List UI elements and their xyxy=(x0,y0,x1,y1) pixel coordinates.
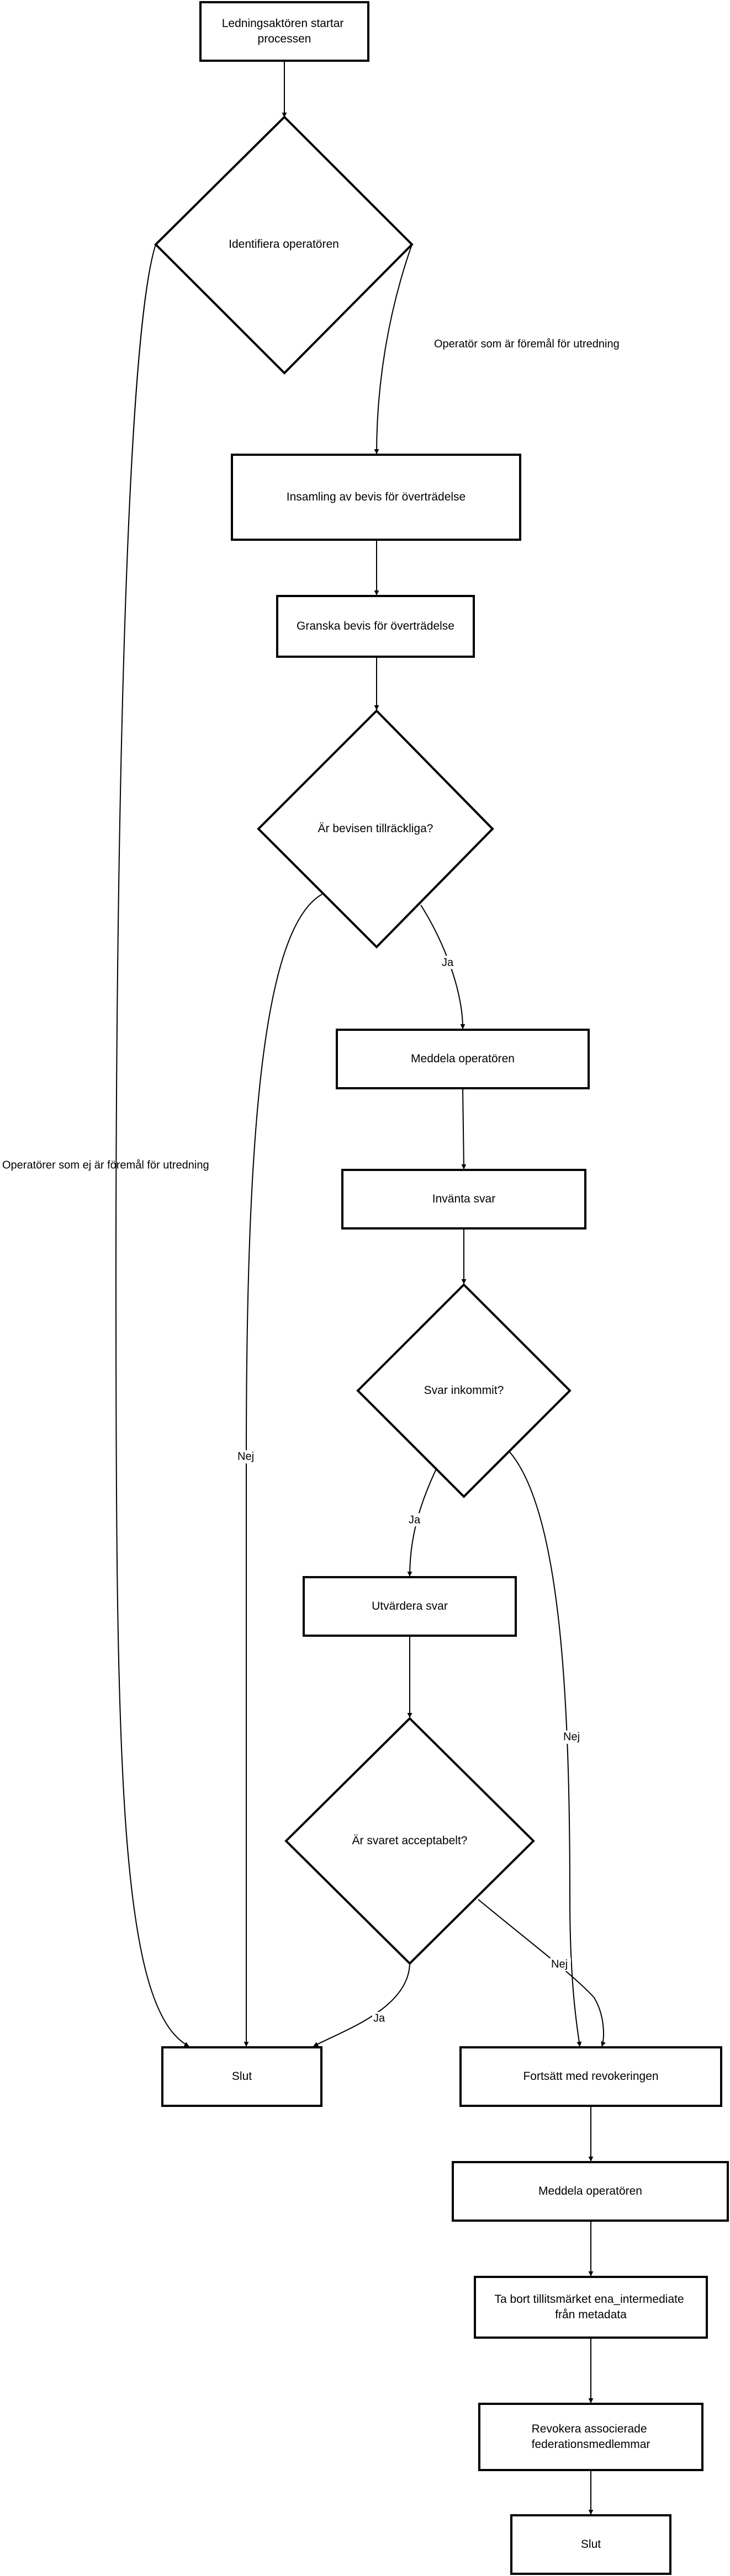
node-start: Ledningsaktören startar processen xyxy=(199,1,369,62)
svg-text:Fortsätt med revokeringen: Fortsätt med revokeringen xyxy=(523,2070,658,2083)
edge-identify-to-end1 xyxy=(115,244,189,2047)
svg-text:Identifiera operatören: Identifiera operatören xyxy=(229,238,339,251)
edge-label-received-no: Nej xyxy=(563,1731,580,1743)
edge-label-acceptable-yes: Ja xyxy=(373,2012,385,2024)
edge-labels: Operatör som är föremål för utredning Op… xyxy=(2,338,620,2025)
node-sufficient-label: Är bevisen tillräckliga? xyxy=(318,822,433,835)
node-start-line2: processen xyxy=(258,33,311,45)
svg-text:Utvärdera svar: Utvärdera svar xyxy=(372,1600,448,1612)
node-continue-label: Fortsätt med revokeringen xyxy=(523,2070,658,2083)
node-end1: Slut xyxy=(161,2046,322,2107)
edge-label-not-subject: Operatörer som ej är föremål för utredni… xyxy=(2,1159,209,1171)
node-revoke-line2: federationsmedlemmar xyxy=(532,2438,650,2451)
node-end2: Slut xyxy=(510,2514,671,2575)
node-acceptable-label: Är svaret acceptabelt? xyxy=(352,1834,468,1847)
node-collect-label: Insamling av bevis för överträdelse xyxy=(287,491,466,503)
svg-text:Ta bort tillitsmärket ena_inte: Ta bort tillitsmärket ena_intermediate f… xyxy=(494,2293,687,2321)
edge-label-sufficient-no: Nej xyxy=(237,1450,254,1462)
edge-acceptable-to-continue xyxy=(478,1899,606,2047)
node-review: Granska bevis för överträdelse xyxy=(276,595,475,658)
svg-text:Svar inkommit?: Svar inkommit? xyxy=(424,1384,504,1397)
node-revoke-line1: Revokera associerade xyxy=(532,2423,647,2435)
node-remove: Ta bort tillitsmärket ena_intermediate f… xyxy=(474,2276,708,2339)
edges xyxy=(115,61,606,2515)
svg-text:Slut: Slut xyxy=(232,2070,252,2083)
edge-acceptable-to-end1 xyxy=(313,1962,410,2047)
svg-text:Ledningsaktören startar: Ledningsaktören startar processen xyxy=(222,17,347,45)
node-notify2-label: Meddela operatören xyxy=(538,2185,642,2197)
svg-text:Meddela operatören: Meddela operatören xyxy=(538,2185,642,2197)
node-remove-line1: Ta bort tillitsmärket ena_intermediate xyxy=(494,2293,684,2306)
node-sufficient: Är bevisen tillräckliga? xyxy=(257,709,494,949)
node-end1-label: Slut xyxy=(232,2070,252,2083)
edge-notify1-to-await xyxy=(461,1088,467,1169)
edge-identify-to-collect xyxy=(374,244,412,454)
node-received: Svar inkommit? xyxy=(356,1283,572,1498)
svg-text:Slut: Slut xyxy=(581,2538,601,2551)
nodes: Ledningsaktören startar processen Identi… xyxy=(154,1,729,2575)
node-identify-label: Identifiera operatören xyxy=(229,238,339,251)
node-identify: Identifiera operatören xyxy=(154,115,414,375)
node-acceptable: Är svaret acceptabelt? xyxy=(284,1717,535,1965)
edge-label-acceptable-no: Nej xyxy=(551,1958,568,1970)
svg-text:Revokera associerade f: Revokera associerade federationsmedlemma… xyxy=(532,2423,650,2451)
svg-text:Insamling av bevis för överträ: Insamling av bevis för överträdelse xyxy=(287,491,466,503)
svg-text:Granska bevis för överträdelse: Granska bevis för överträdelse xyxy=(297,620,454,632)
node-received-label: Svar inkommit? xyxy=(424,1384,504,1397)
edge-label-subject: Operatör som är föremål för utredning xyxy=(434,338,620,350)
node-review-label: Granska bevis för överträdelse xyxy=(297,620,454,632)
node-notify1-label: Meddela operatören xyxy=(411,1052,515,1065)
svg-text:Meddela operatören: Meddela operatören xyxy=(411,1052,515,1065)
edge-label-received-yes: Ja xyxy=(409,1514,421,1526)
node-remove-line2: från metadata xyxy=(555,2308,627,2321)
svg-text:Är svaret acceptabelt?: Är svaret acceptabelt? xyxy=(352,1834,468,1847)
node-revoke: Revokera associerade federationsmedlemma… xyxy=(478,2403,703,2471)
svg-text:Är bevisen tillräckliga?: Är bevisen tillräckliga? xyxy=(318,822,433,835)
svg-text:Invänta svar: Invänta svar xyxy=(432,1193,495,1205)
node-collect: Insamling av bevis för överträdelse xyxy=(231,454,521,541)
node-evaluate: Utvärdera svar xyxy=(303,1576,517,1637)
node-notify1: Meddela operatören xyxy=(336,1029,590,1089)
edge-label-sufficient-yes: Ja xyxy=(442,956,454,968)
node-await-label: Invänta svar xyxy=(432,1193,495,1205)
edge-received-to-continue xyxy=(509,1451,582,2047)
node-start-line1: Ledningsaktören startar xyxy=(222,17,344,30)
node-await: Invänta svar xyxy=(341,1169,586,1230)
node-notify2: Meddela operatören xyxy=(452,2161,729,2222)
node-evaluate-label: Utvärdera svar xyxy=(372,1600,448,1612)
edge-sufficient-to-end1 xyxy=(244,893,323,2047)
node-end2-label: Slut xyxy=(581,2538,601,2551)
node-continue: Fortsätt med revokeringen xyxy=(459,2046,722,2107)
